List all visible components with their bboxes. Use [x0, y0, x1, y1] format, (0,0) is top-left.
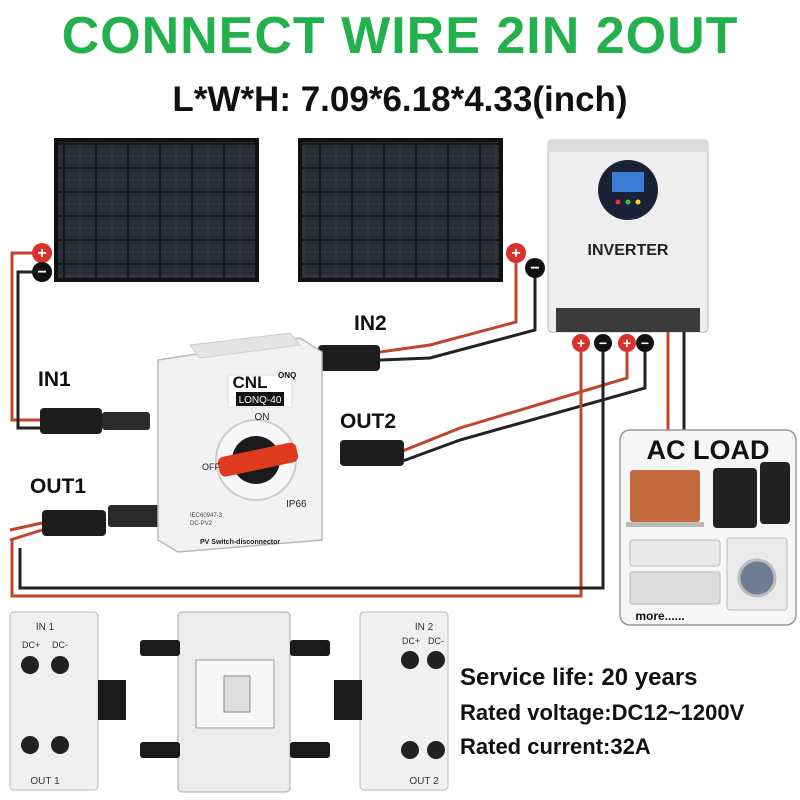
- off-label: OFF: [202, 462, 220, 472]
- mc4-connector-out2: [340, 440, 404, 466]
- detail-left-dcminus: DC-: [52, 640, 68, 650]
- svg-text:+: +: [623, 335, 631, 351]
- label-in1: IN1: [38, 368, 71, 391]
- pv-switch-box: [157, 332, 323, 553]
- inverter-label: INVERTER: [588, 242, 669, 259]
- spec-service-life: Service life: 20 years: [460, 664, 698, 691]
- svg-text:+: +: [37, 245, 46, 262]
- detail-right-in-label: IN 2: [415, 622, 434, 633]
- detail-open-box: [140, 611, 330, 793]
- ac-load-title: AC LOAD: [647, 435, 770, 465]
- panel1-positive-terminal: +: [32, 243, 52, 263]
- panel1-negative-terminal: −: [32, 262, 52, 282]
- model-plate: [236, 392, 284, 406]
- detail-left-in-label: IN 1: [36, 622, 55, 633]
- panel2-positive-terminal: +: [506, 243, 526, 263]
- svg-text:+: +: [511, 245, 520, 262]
- label-in2: IN2: [354, 312, 387, 335]
- device-caption: PV Switch-disconnector: [200, 539, 280, 546]
- svg-text:+: +: [577, 335, 585, 351]
- dimensions-text: L*W*H: 7.09*6.18*4.33(inch): [172, 80, 628, 119]
- inverter-unit: [547, 139, 709, 333]
- switch-knob: [217, 442, 299, 477]
- svg-text:−: −: [37, 264, 46, 281]
- svg-text:−: −: [641, 335, 649, 351]
- label-out1: OUT1: [30, 475, 87, 498]
- detail-right-out-label: OUT 2: [409, 776, 439, 787]
- on-label: ON: [255, 412, 270, 423]
- svg-text:−: −: [530, 260, 539, 277]
- brand-logo-small: ONQ: [278, 371, 296, 380]
- solar-panel-1: [54, 138, 259, 282]
- solar-panel-2: [298, 138, 503, 282]
- panel2-negative-terminal: −: [525, 258, 545, 278]
- detail-left-side: [9, 611, 126, 791]
- label-out2: OUT2: [340, 410, 397, 433]
- standard-label: IEC60947-3: [190, 513, 223, 519]
- brand-logo: CNL: [233, 373, 268, 392]
- mc4-connector-out1: [9, 505, 160, 542]
- more-label: more......: [635, 609, 684, 623]
- detail-right-dcminus: DC-: [428, 636, 444, 646]
- spec-rated-voltage: Rated voltage:DC12~1200V: [460, 700, 745, 725]
- mc4-connector-in2: [318, 345, 380, 371]
- detail-left-dcplus: DC+: [22, 640, 40, 650]
- mc4-connector-in1: [40, 408, 150, 434]
- svg-text:−: −: [599, 335, 607, 351]
- model-label: LONQ-40: [239, 395, 282, 406]
- standard2-label: DC-PV2: [190, 521, 213, 527]
- spec-rated-current: Rated current:32A: [460, 734, 651, 759]
- inverter-terminals: + − + −: [572, 334, 654, 352]
- detail-right-dcplus: DC+: [402, 636, 420, 646]
- headline-title: CONNECT WIRE 2IN 2OUT: [61, 7, 739, 65]
- ac-load-box: [619, 429, 797, 626]
- ip-rating-label: IP66: [286, 499, 307, 510]
- detail-left-out-label: OUT 1: [30, 776, 60, 787]
- detail-right-side: [334, 611, 449, 791]
